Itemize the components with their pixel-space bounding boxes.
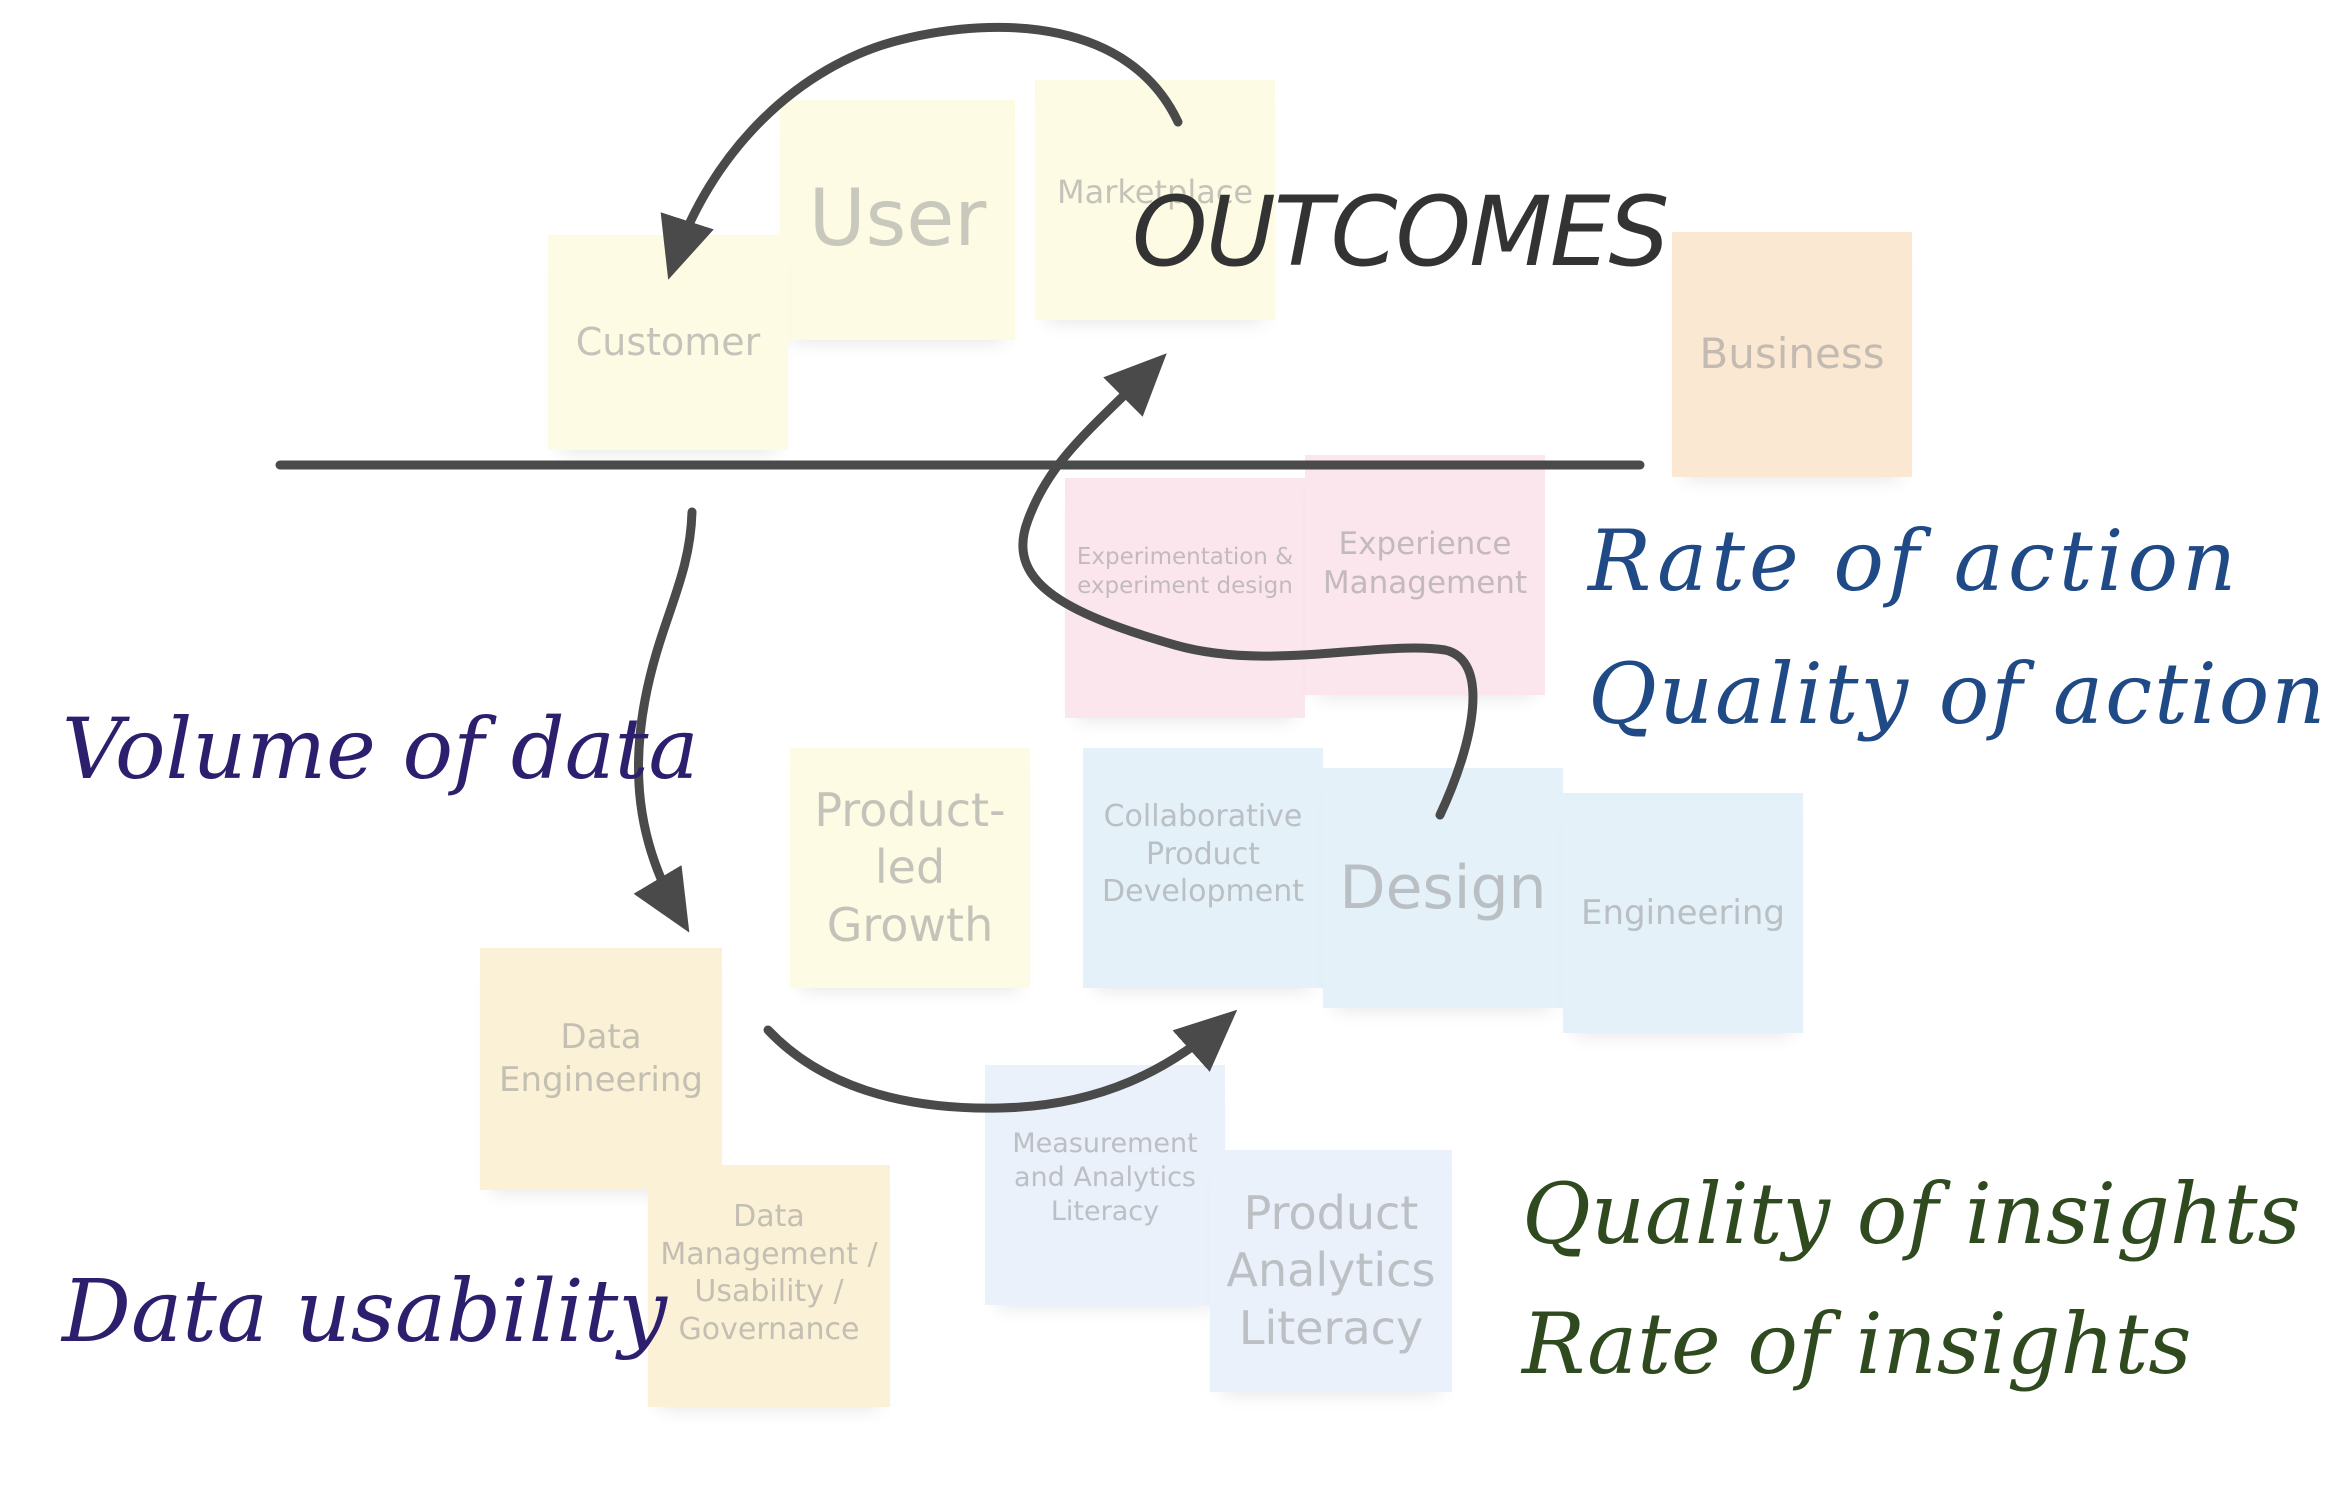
note-product-analytics-label: Product Analytics Literacy [1226, 1185, 1436, 1355]
note-customer-label: Customer [575, 319, 761, 364]
note-product-led-growth: Product-led Growth [790, 748, 1030, 988]
note-data-engineering-label: Data Engineering [499, 1017, 703, 1100]
label-quality-of-action: Quality of action [1588, 645, 2328, 743]
note-experimentation: Experimentation & experiment design [1065, 478, 1305, 718]
note-user-label: User [808, 174, 987, 265]
arrow-customer-to-data-engineering [633, 507, 697, 933]
note-design-label: Design [1339, 852, 1547, 923]
label-quality-of-insights: Quality of insights [1522, 1165, 2301, 1263]
note-business: Business [1672, 232, 1912, 477]
note-data-engineering: Data Engineering [480, 948, 722, 1190]
note-marketplace: Marketplace [1035, 80, 1275, 320]
note-experience-management-label: Experience Management [1322, 526, 1528, 601]
note-collaborative-label: Collaborative Product Development [1102, 799, 1304, 909]
note-product-led-growth-label: Product-led Growth [814, 782, 1006, 952]
note-business-label: Business [1699, 329, 1885, 379]
note-data-management-label: Data Management / Usability / Governance [660, 1199, 878, 1347]
note-collaborative: Collaborative Product Development [1083, 748, 1323, 988]
arrow-outcomes-to-customer [660, 22, 1183, 280]
note-engineering-label: Engineering [1581, 892, 1785, 933]
label-rate-of-action: Rate of action [1588, 512, 2241, 610]
note-marketplace-label: Marketplace [1057, 173, 1254, 211]
note-measurement-label: Measurement and Analytics Literacy [1012, 1128, 1198, 1227]
label-rate-of-insights: Rate of insights [1522, 1295, 2192, 1393]
label-volume-of-data: Volume of data [62, 700, 699, 798]
note-user: User [780, 100, 1015, 340]
arrow-data-to-design [763, 1009, 1238, 1113]
label-data-usability: Data usability [62, 1262, 667, 1362]
arrow-design-to-outcomes [1018, 353, 1478, 820]
note-data-management: Data Management / Usability / Governance [648, 1165, 890, 1407]
note-experimentation-label: Experimentation & experiment design [1076, 544, 1294, 599]
note-engineering: Engineering [1563, 793, 1803, 1033]
note-product-analytics: Product Analytics Literacy [1210, 1150, 1452, 1392]
label-outcomes: OUTCOMES [1132, 176, 1669, 288]
